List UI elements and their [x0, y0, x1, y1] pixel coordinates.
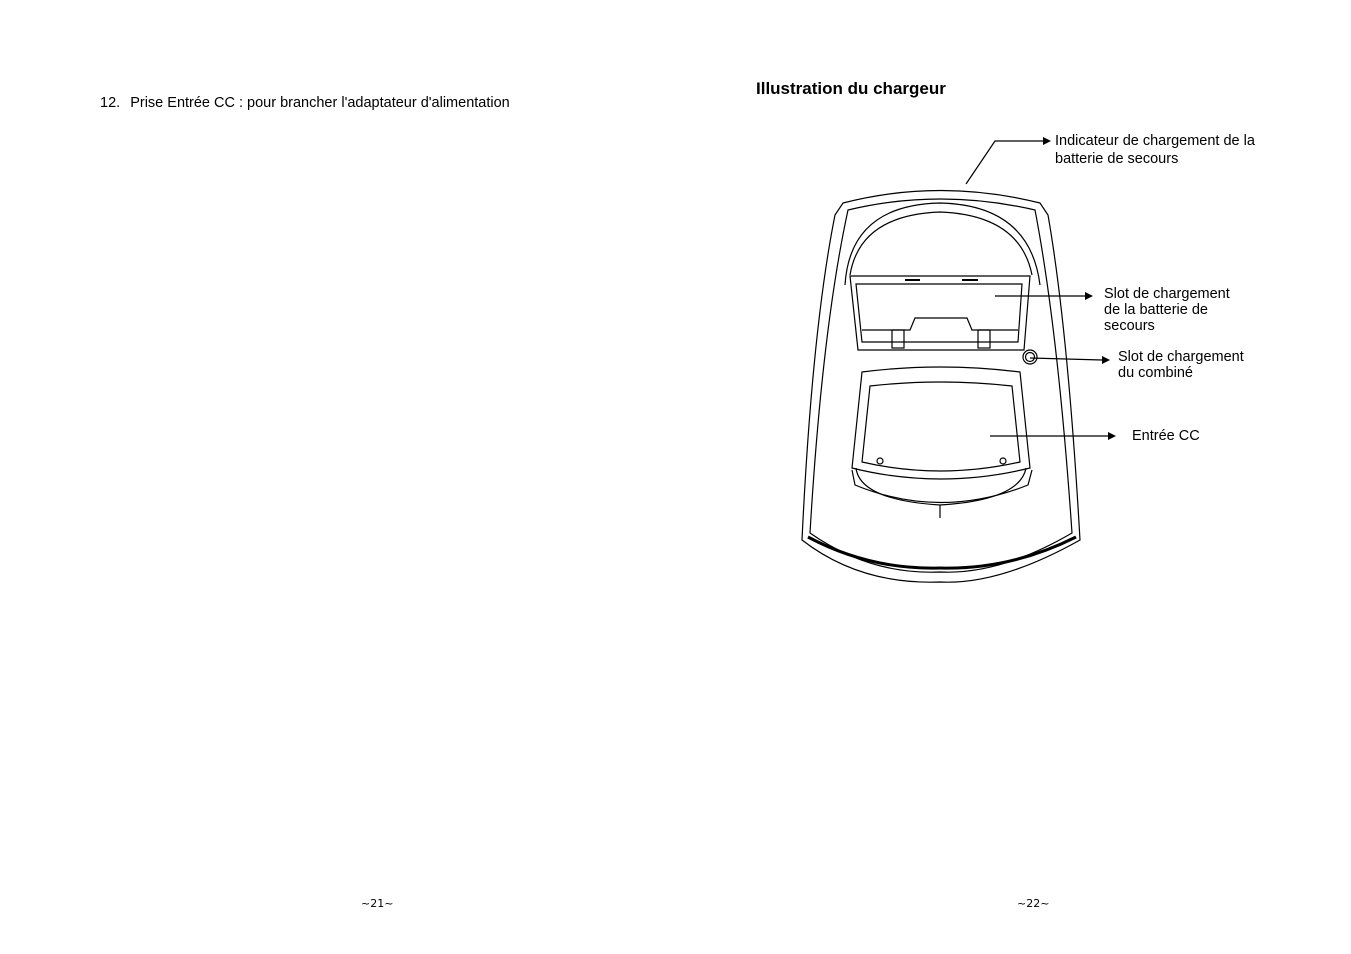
- section-heading: Illustration du chargeur: [756, 79, 946, 98]
- callout-indicator-line1: Indicateur de chargement de la: [1055, 133, 1255, 149]
- callout-dc-input: Entrée CC: [1132, 428, 1200, 444]
- callout-handset-slot: Slot de chargement du combiné: [1118, 349, 1244, 381]
- charger-body: [801, 189, 1081, 583]
- callout-battery-slot: Slot de chargement de la batterie de sec…: [1104, 286, 1230, 334]
- page-number-right: ~22~: [1017, 897, 1050, 910]
- callout-battery-slot-line3: secours: [1104, 318, 1155, 334]
- callout-battery-slot-line1: Slot de chargement: [1104, 286, 1230, 302]
- callout-arrows: [965, 137, 1116, 440]
- list-item-number: 12.: [100, 95, 121, 111]
- callout-indicator-line2: batterie de secours: [1055, 151, 1179, 167]
- callout-battery-slot-line2: de la batterie de: [1104, 302, 1208, 318]
- charger-illustration: [801, 137, 1116, 583]
- list-item-12: 12. Prise Entrée CC : pour brancher l'ad…: [100, 95, 510, 111]
- callout-indicator: Indicateur de chargement de la batterie …: [1055, 132, 1255, 168]
- page-number-left: ~21~: [361, 897, 394, 910]
- list-item-text: Prise Entrée CC : pour brancher l'adapta…: [130, 95, 510, 111]
- callout-handset-slot-line1: Slot de chargement: [1118, 349, 1244, 365]
- callout-handset-slot-line2: du combiné: [1118, 365, 1193, 381]
